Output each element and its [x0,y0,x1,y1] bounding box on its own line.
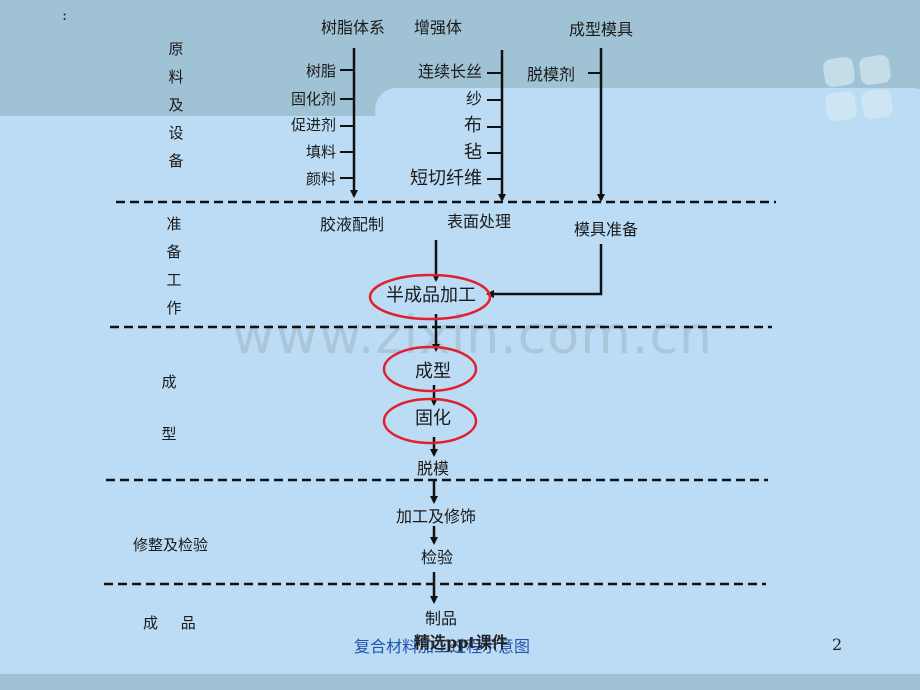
resin-item: 树脂 [305,62,336,80]
footer-band [0,674,920,690]
step-machining: 加工及修饰 [396,507,477,526]
step-inspection: 检验 [421,548,454,567]
page-number: 2 [832,635,843,654]
highlight-semi-finished [368,273,492,321]
column-mold: 成型模具 [569,20,634,39]
mold-prep-connector [486,244,603,298]
step-demolding: 脱模 [417,459,450,478]
resin-item: 促进剂 [290,116,336,134]
stage-label-finishing: 修整及检验 [133,536,209,554]
step-surface-treatment: 表面处理 [447,212,512,231]
watermark: www.zixin.com.cn [232,306,713,366]
stage-label-forming: 成型 [161,373,177,443]
header-colon: : [62,6,68,24]
step-forming: 成型 [415,361,451,382]
stage-label-materials: 原料及设备 [168,40,184,170]
highlight-forming [382,345,478,393]
step-curing: 固化 [415,408,451,429]
resin-item: 填料 [305,143,336,161]
highlight-curing [382,397,478,445]
step-semi-finished: 半成品加工 [386,285,476,306]
step-product: 制品 [425,609,458,628]
stage-label-preparation: 准备工作 [166,215,182,317]
mold-item: 脱模剂 [527,65,576,84]
resin-item: 固化剂 [290,90,336,108]
column-resin-system: 树脂体系 [321,18,386,37]
windows-logo-icon [823,55,893,121]
stage-label-product: 成 品 [143,614,196,632]
reinforcement-item: 连续长丝 [417,62,482,81]
reinforcement-item: 毡 [464,142,482,163]
footer-overlay-label: 精选ppt课件 [414,633,508,652]
reinforcement-item: 布 [464,115,482,136]
reinforcement-item: 短切纤维 [410,168,482,189]
column-reinforcement: 增强体 [414,18,463,37]
reinforcement-item: 纱 [465,89,482,108]
diagram-caption: 复合材料加工过程示意图 [354,637,531,656]
step-mold-prep: 模具准备 [574,220,639,239]
step-glue-prep: 胶液配制 [320,215,385,234]
resin-item: 颜料 [305,170,336,188]
